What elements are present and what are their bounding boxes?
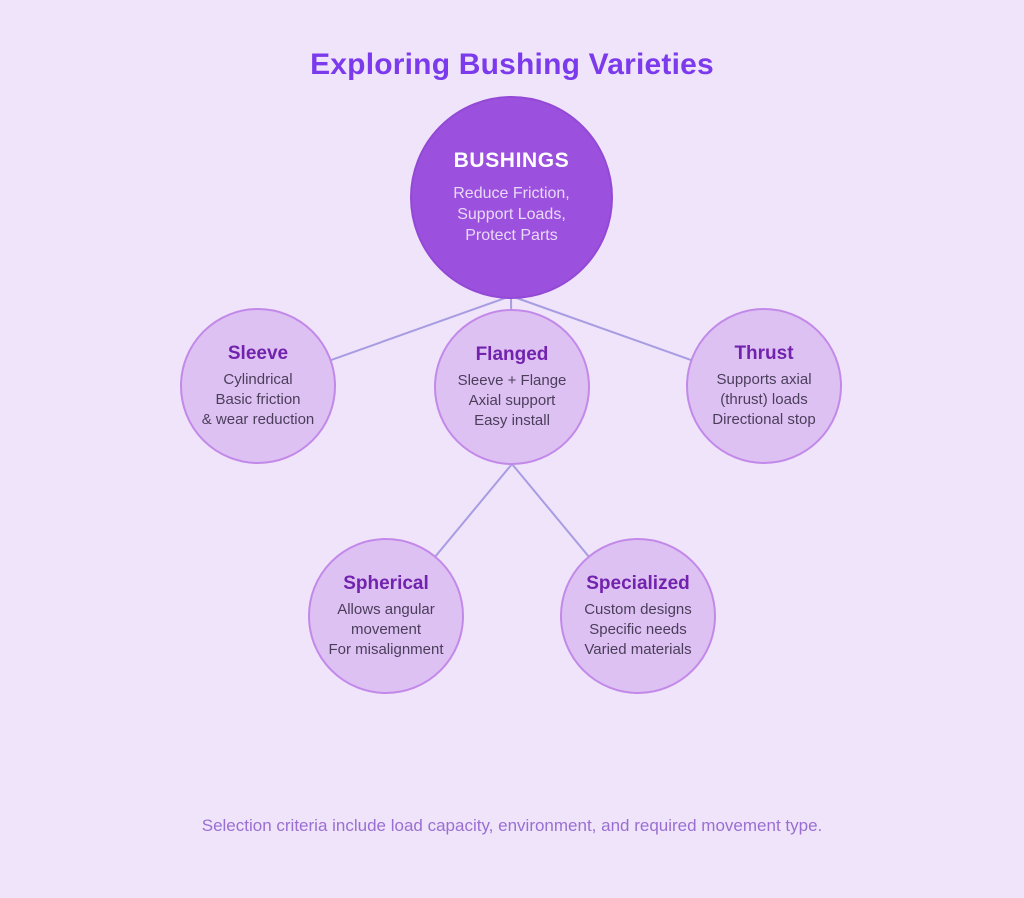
node-bushings-label: BUSHINGS [453,149,570,172]
node-sleeve-line: Cylindrical [223,370,293,388]
node-bushings-line: Reduce Friction, [453,185,570,202]
node-sleeve-label: Sleeve [227,342,289,364]
node-flanged-line: Easy install [474,411,550,429]
node-thrust-label: Thrust [734,342,794,364]
node-spherical-label: Spherical [343,572,429,594]
node-bushings: BUSHINGS Reduce Friction, Support Loads,… [410,96,613,299]
node-bushings-line: Protect Parts [465,227,558,244]
node-thrust: Thrust Supports axial (thrust) loads Dir… [686,308,842,464]
node-specialized-line: Varied materials [584,640,692,658]
node-specialized: Specialized Custom designs Specific need… [560,538,716,694]
node-thrust-line: Directional stop [712,410,816,428]
node-specialized-line: Custom designs [584,600,692,618]
page-title: Exploring Bushing Varieties [310,48,714,82]
node-spherical-line: movement [350,620,422,638]
node-sleeve: Sleeve Cylindrical Basic friction & wear… [180,308,336,464]
node-flanged-line: Sleeve + Flange [457,371,567,389]
node-flanged-line: Axial support [468,391,556,409]
node-sleeve-line: & wear reduction [201,410,315,428]
node-specialized-line: Specific needs [589,620,687,638]
node-bushings-line: Support Loads, [457,206,566,223]
node-flanged: Flanged Sleeve + Flange Axial support Ea… [434,309,590,465]
node-spherical: Spherical Allows angular movement For mi… [308,538,464,694]
node-spherical-line: Allows angular [337,600,435,618]
node-sleeve-line: Basic friction [215,390,301,408]
selection-criteria-note: Selection criteria include load capacity… [201,816,823,835]
node-flanged-label: Flanged [475,343,549,365]
node-spherical-line: For misalignment [328,640,444,658]
node-specialized-label: Specialized [586,572,690,594]
node-thrust-line: Supports axial [716,370,812,388]
node-thrust-line: (thrust) loads [720,390,808,408]
